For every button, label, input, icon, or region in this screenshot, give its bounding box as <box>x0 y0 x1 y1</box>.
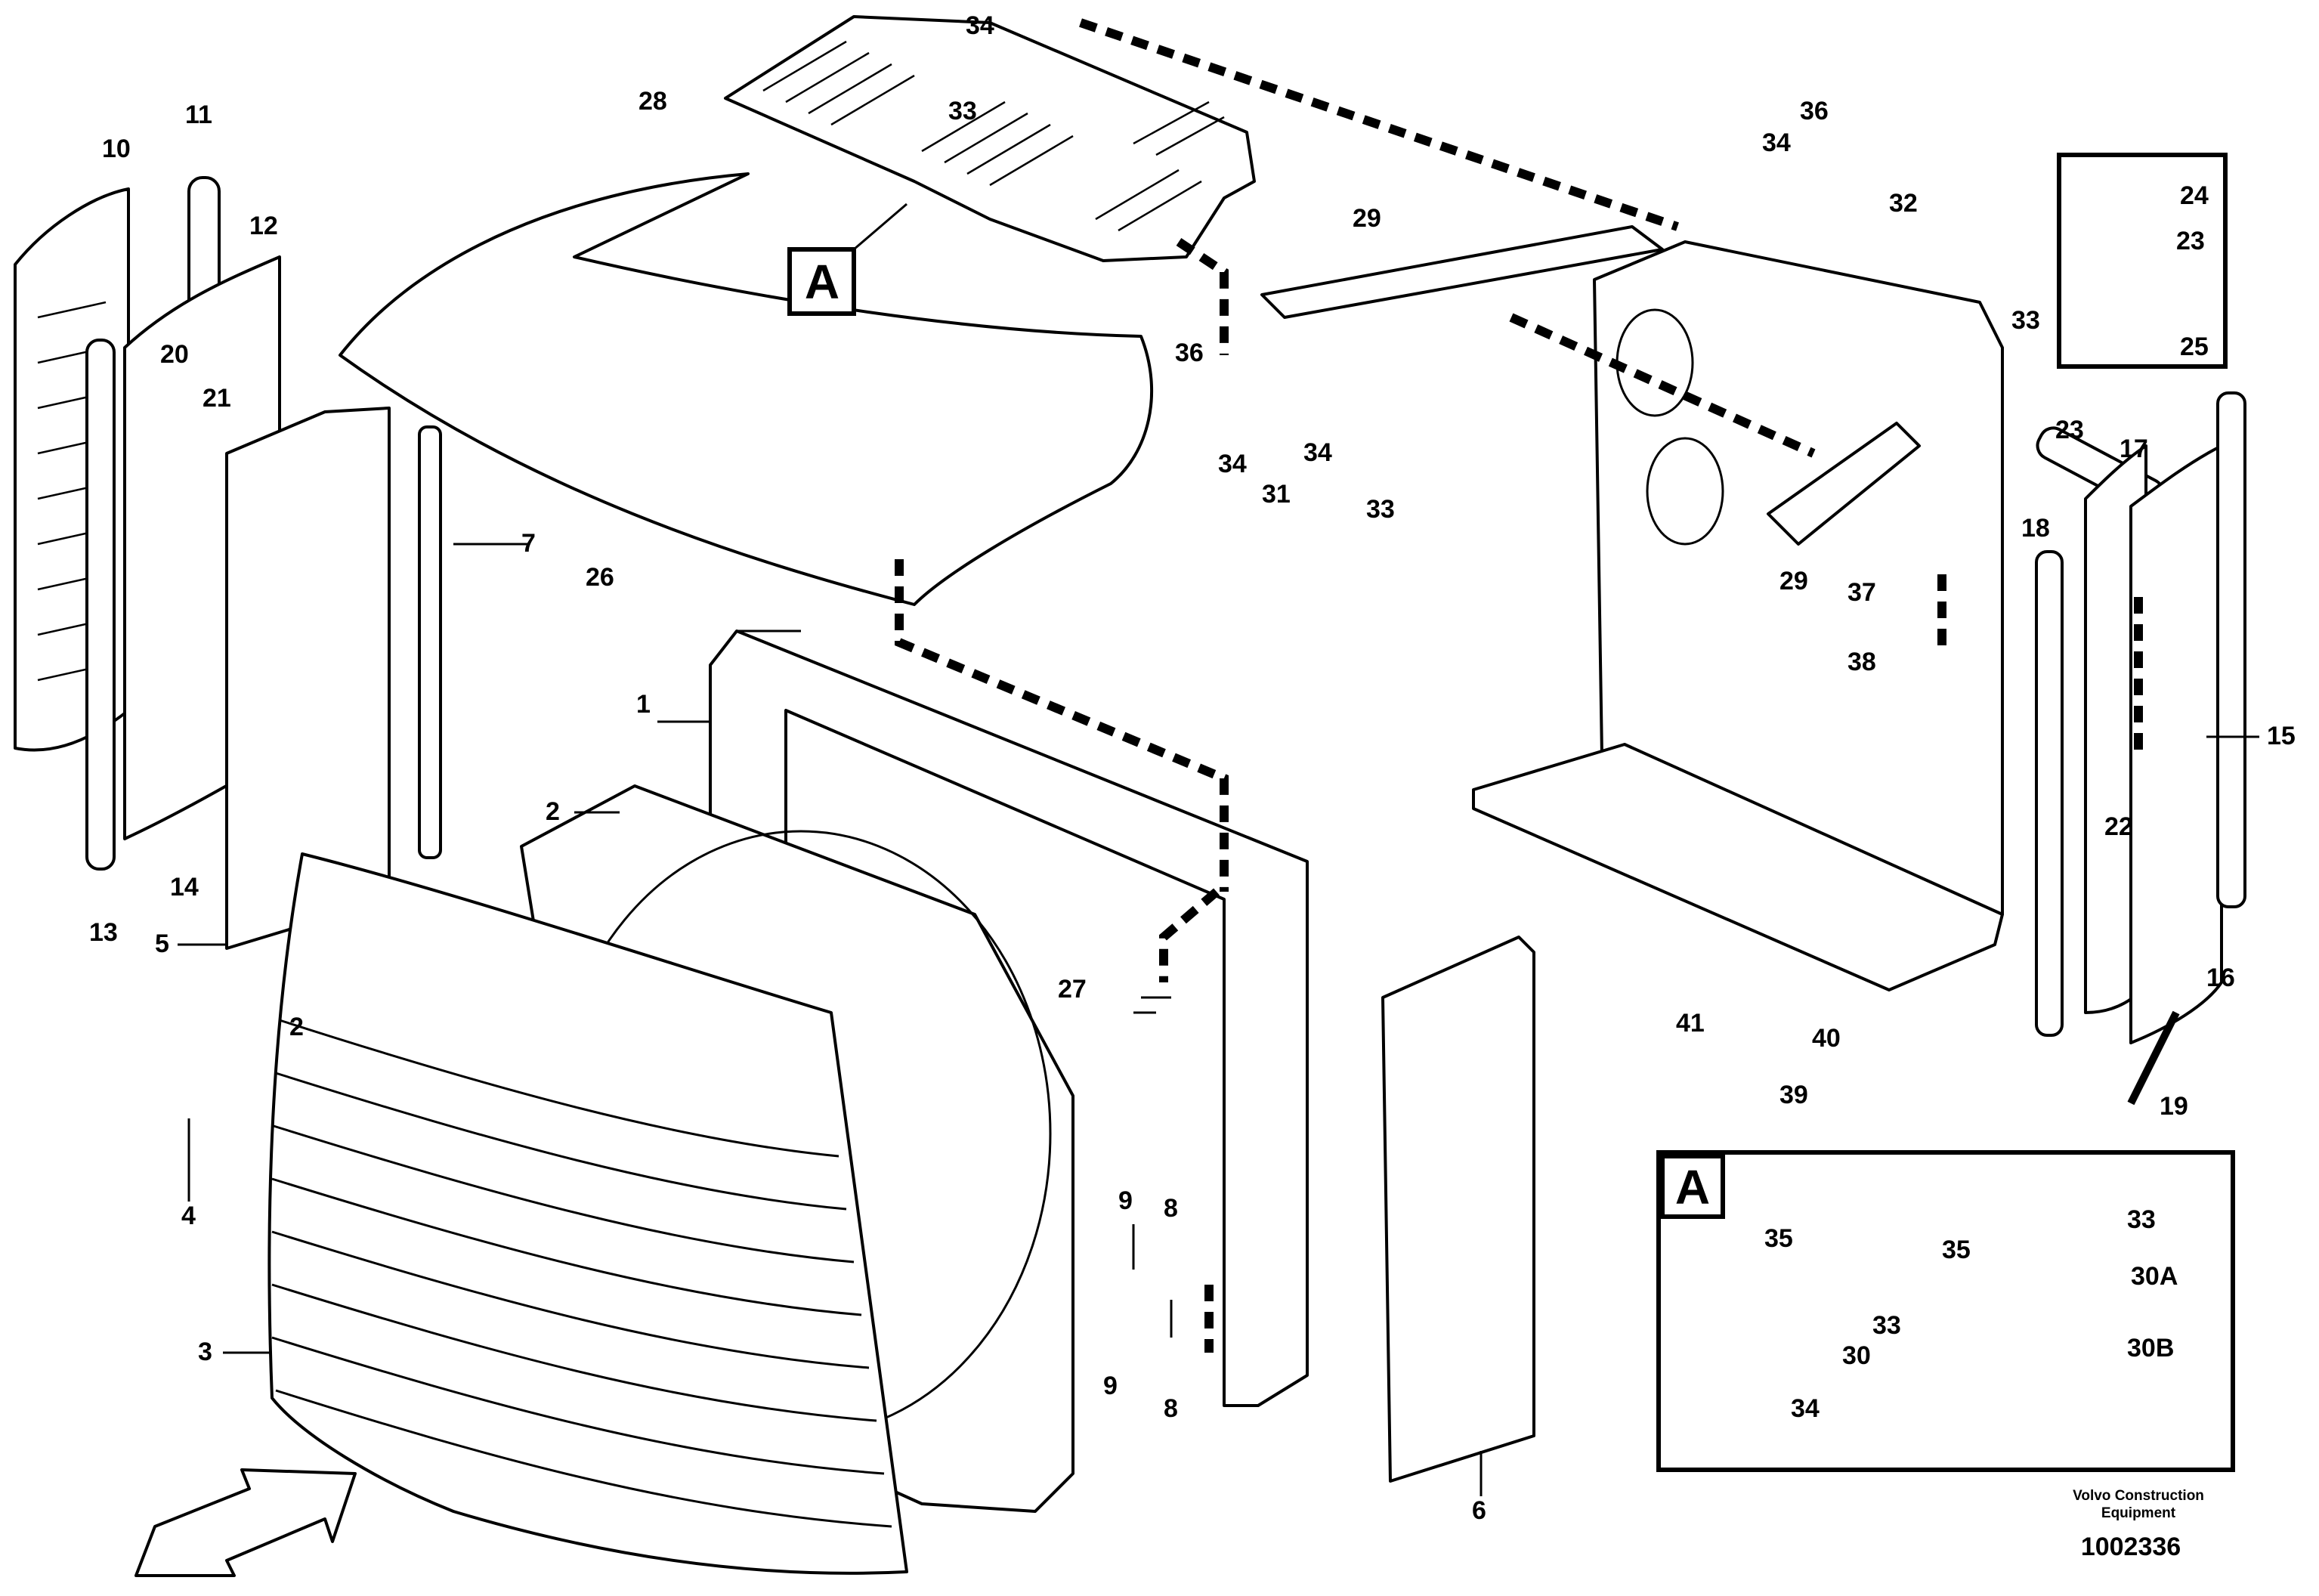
strut-upper <box>1260 225 1664 319</box>
callout-26: 26 <box>586 563 614 592</box>
callout-2b: 2 <box>289 1013 304 1041</box>
right-grille-panel <box>2129 444 2223 1044</box>
seal-strip-13 <box>85 339 116 871</box>
callout-15: 15 <box>2267 722 2296 750</box>
callout-23a: 23 <box>2176 227 2205 255</box>
callout-28: 28 <box>638 87 667 116</box>
callout-labels: 1 2 2 3 4 5 6 7 8 8 9 9 10 11 12 13 14 1… <box>89 11 2296 1525</box>
detail-callout-35a: 35 <box>1764 1224 1793 1253</box>
callout-33b: 33 <box>1366 495 1395 524</box>
rubber-strip-19 <box>2127 1010 2180 1106</box>
footer-brand-line2: Equipment <box>2101 1505 2176 1521</box>
front-grille <box>267 852 908 1575</box>
detail-callout-33a: 33 <box>2127 1205 2156 1234</box>
rod-18 <box>2035 550 2064 1037</box>
callout-1: 1 <box>636 690 651 719</box>
callout-6: 6 <box>1472 1496 1486 1525</box>
callout-34c: 34 <box>1218 450 1247 478</box>
callout-39: 39 <box>1779 1081 1808 1109</box>
callout-18: 18 <box>2021 514 2050 543</box>
callout-36b: 36 <box>1800 97 1829 125</box>
callout-9a: 9 <box>1118 1186 1133 1215</box>
detail-box-spring-mount <box>2057 153 2228 369</box>
callout-13: 13 <box>89 918 118 947</box>
connection-dashes <box>895 18 2143 1353</box>
callout-2: 2 <box>546 797 560 826</box>
callout-9b: 9 <box>1103 1372 1118 1400</box>
callout-20: 20 <box>160 340 189 369</box>
detail-box-A: A <box>1656 1150 2235 1472</box>
side-frame <box>225 407 391 950</box>
callout-4: 4 <box>181 1202 196 1230</box>
callout-19: 19 <box>2160 1092 2188 1121</box>
callout-14: 14 <box>170 873 199 902</box>
callout-11: 11 <box>185 101 212 129</box>
callout-32: 32 <box>1889 189 1918 218</box>
callout-21: 21 <box>203 384 231 413</box>
callout-34d: 34 <box>1303 438 1332 467</box>
callout-8b: 8 <box>1164 1394 1178 1423</box>
hood-panel <box>339 172 1154 606</box>
callout-25: 25 <box>2180 332 2209 361</box>
callout-24: 24 <box>2180 181 2209 210</box>
callout-29b: 29 <box>1779 567 1808 595</box>
callout-37: 37 <box>1847 578 1876 607</box>
detail-callout-30A: 30A <box>2131 1262 2178 1291</box>
detail-callout-30B: 30B <box>2127 1334 2174 1362</box>
detail-marker-A: A <box>787 203 908 316</box>
direction-arrow <box>135 1468 357 1577</box>
callout-33c: 33 <box>2011 306 2040 335</box>
callout-31: 31 <box>1262 480 1291 509</box>
svg-text:A: A <box>805 255 839 309</box>
callout-29a: 29 <box>1353 204 1381 233</box>
callout-36a: 36 <box>1175 339 1204 367</box>
callout-38: 38 <box>1847 648 1876 676</box>
callout-23b: 23 <box>2055 416 2084 444</box>
top-grille-panel <box>724 15 1256 262</box>
right-housing <box>1472 240 2004 991</box>
callout-27: 27 <box>1058 975 1087 1004</box>
strut-lower <box>1767 422 1921 546</box>
leader-lines <box>178 543 2259 1496</box>
callout-5: 5 <box>155 929 169 958</box>
seal-strip-15 <box>2216 391 2246 908</box>
callout-3: 3 <box>198 1338 212 1366</box>
callout-22: 22 <box>2104 812 2133 841</box>
callout-7: 7 <box>521 529 536 558</box>
detail-callout-34: 34 <box>1791 1394 1820 1423</box>
detail-callout-33b: 33 <box>1872 1311 1901 1340</box>
callout-40: 40 <box>1812 1024 1841 1053</box>
callout-8a: 8 <box>1164 1194 1178 1223</box>
seal-strip-7 <box>418 425 442 859</box>
drawing-number: 1002336 <box>2081 1533 2181 1561</box>
callout-34a: 34 <box>966 11 994 40</box>
detail-callout-35b: 35 <box>1942 1236 1971 1264</box>
callout-33a: 33 <box>948 97 977 125</box>
detail-callout-30: 30 <box>1842 1341 1871 1370</box>
callout-10: 10 <box>102 135 131 163</box>
footer-brand-line1: Volvo Construction <box>2073 1488 2204 1504</box>
callout-12: 12 <box>249 212 278 240</box>
side-plate <box>1381 936 1535 1483</box>
callout-17: 17 <box>2120 435 2148 463</box>
callout-34b: 34 <box>1762 128 1791 157</box>
callout-16: 16 <box>2206 963 2235 992</box>
detail-box-title: A <box>1675 1160 1710 1214</box>
callout-41: 41 <box>1676 1009 1705 1038</box>
